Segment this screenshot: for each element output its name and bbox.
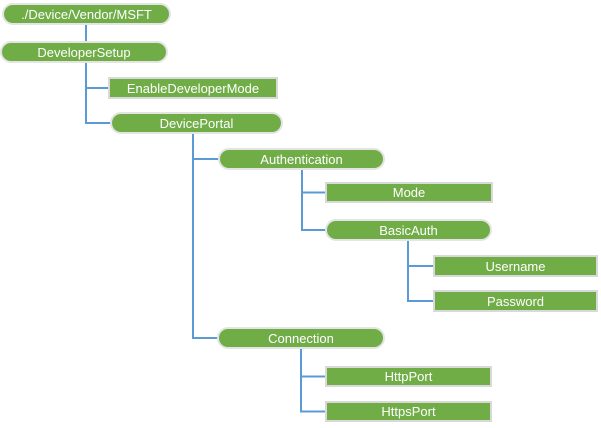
tree-node-label: Mode	[392, 185, 426, 200]
tree-node-label: Connection	[268, 330, 334, 346]
tree-node-label: DevicePortal	[159, 115, 234, 131]
tree-node-enable-developer-mode: EnableDeveloperMode	[108, 77, 278, 99]
tree-node-label: DeveloperSetup	[37, 44, 131, 60]
tree-node-authentication: Authentication	[218, 148, 385, 170]
tree-node-http-port: HttpPort	[325, 366, 492, 387]
tree-node-username: Username	[433, 255, 598, 277]
tree-node-label: HttpPort	[384, 369, 433, 384]
tree-node-https-port: HttpsPort	[325, 401, 492, 422]
tree-node-label: HttpsPort	[381, 404, 436, 419]
tree-node-label: EnableDeveloperMode	[126, 80, 260, 96]
tree-node-label: Password	[486, 293, 545, 309]
tree-node-connection: Connection	[217, 327, 385, 349]
tree-node-basic-auth: BasicAuth	[325, 219, 492, 241]
tree-node-label: ./Device/Vendor/MSFT	[21, 6, 152, 22]
tree-node-device-portal: DevicePortal	[110, 112, 283, 134]
tree-node-developer-setup: DeveloperSetup	[0, 41, 168, 63]
tree-node-label: BasicAuth	[379, 222, 438, 238]
tree-node-password: Password	[433, 290, 598, 312]
tree-node-mode: Mode	[325, 182, 493, 203]
tree-node-root: ./Device/Vendor/MSFT	[2, 3, 171, 25]
tree-node-label: Username	[485, 258, 546, 274]
tree-node-label: Authentication	[260, 151, 343, 167]
